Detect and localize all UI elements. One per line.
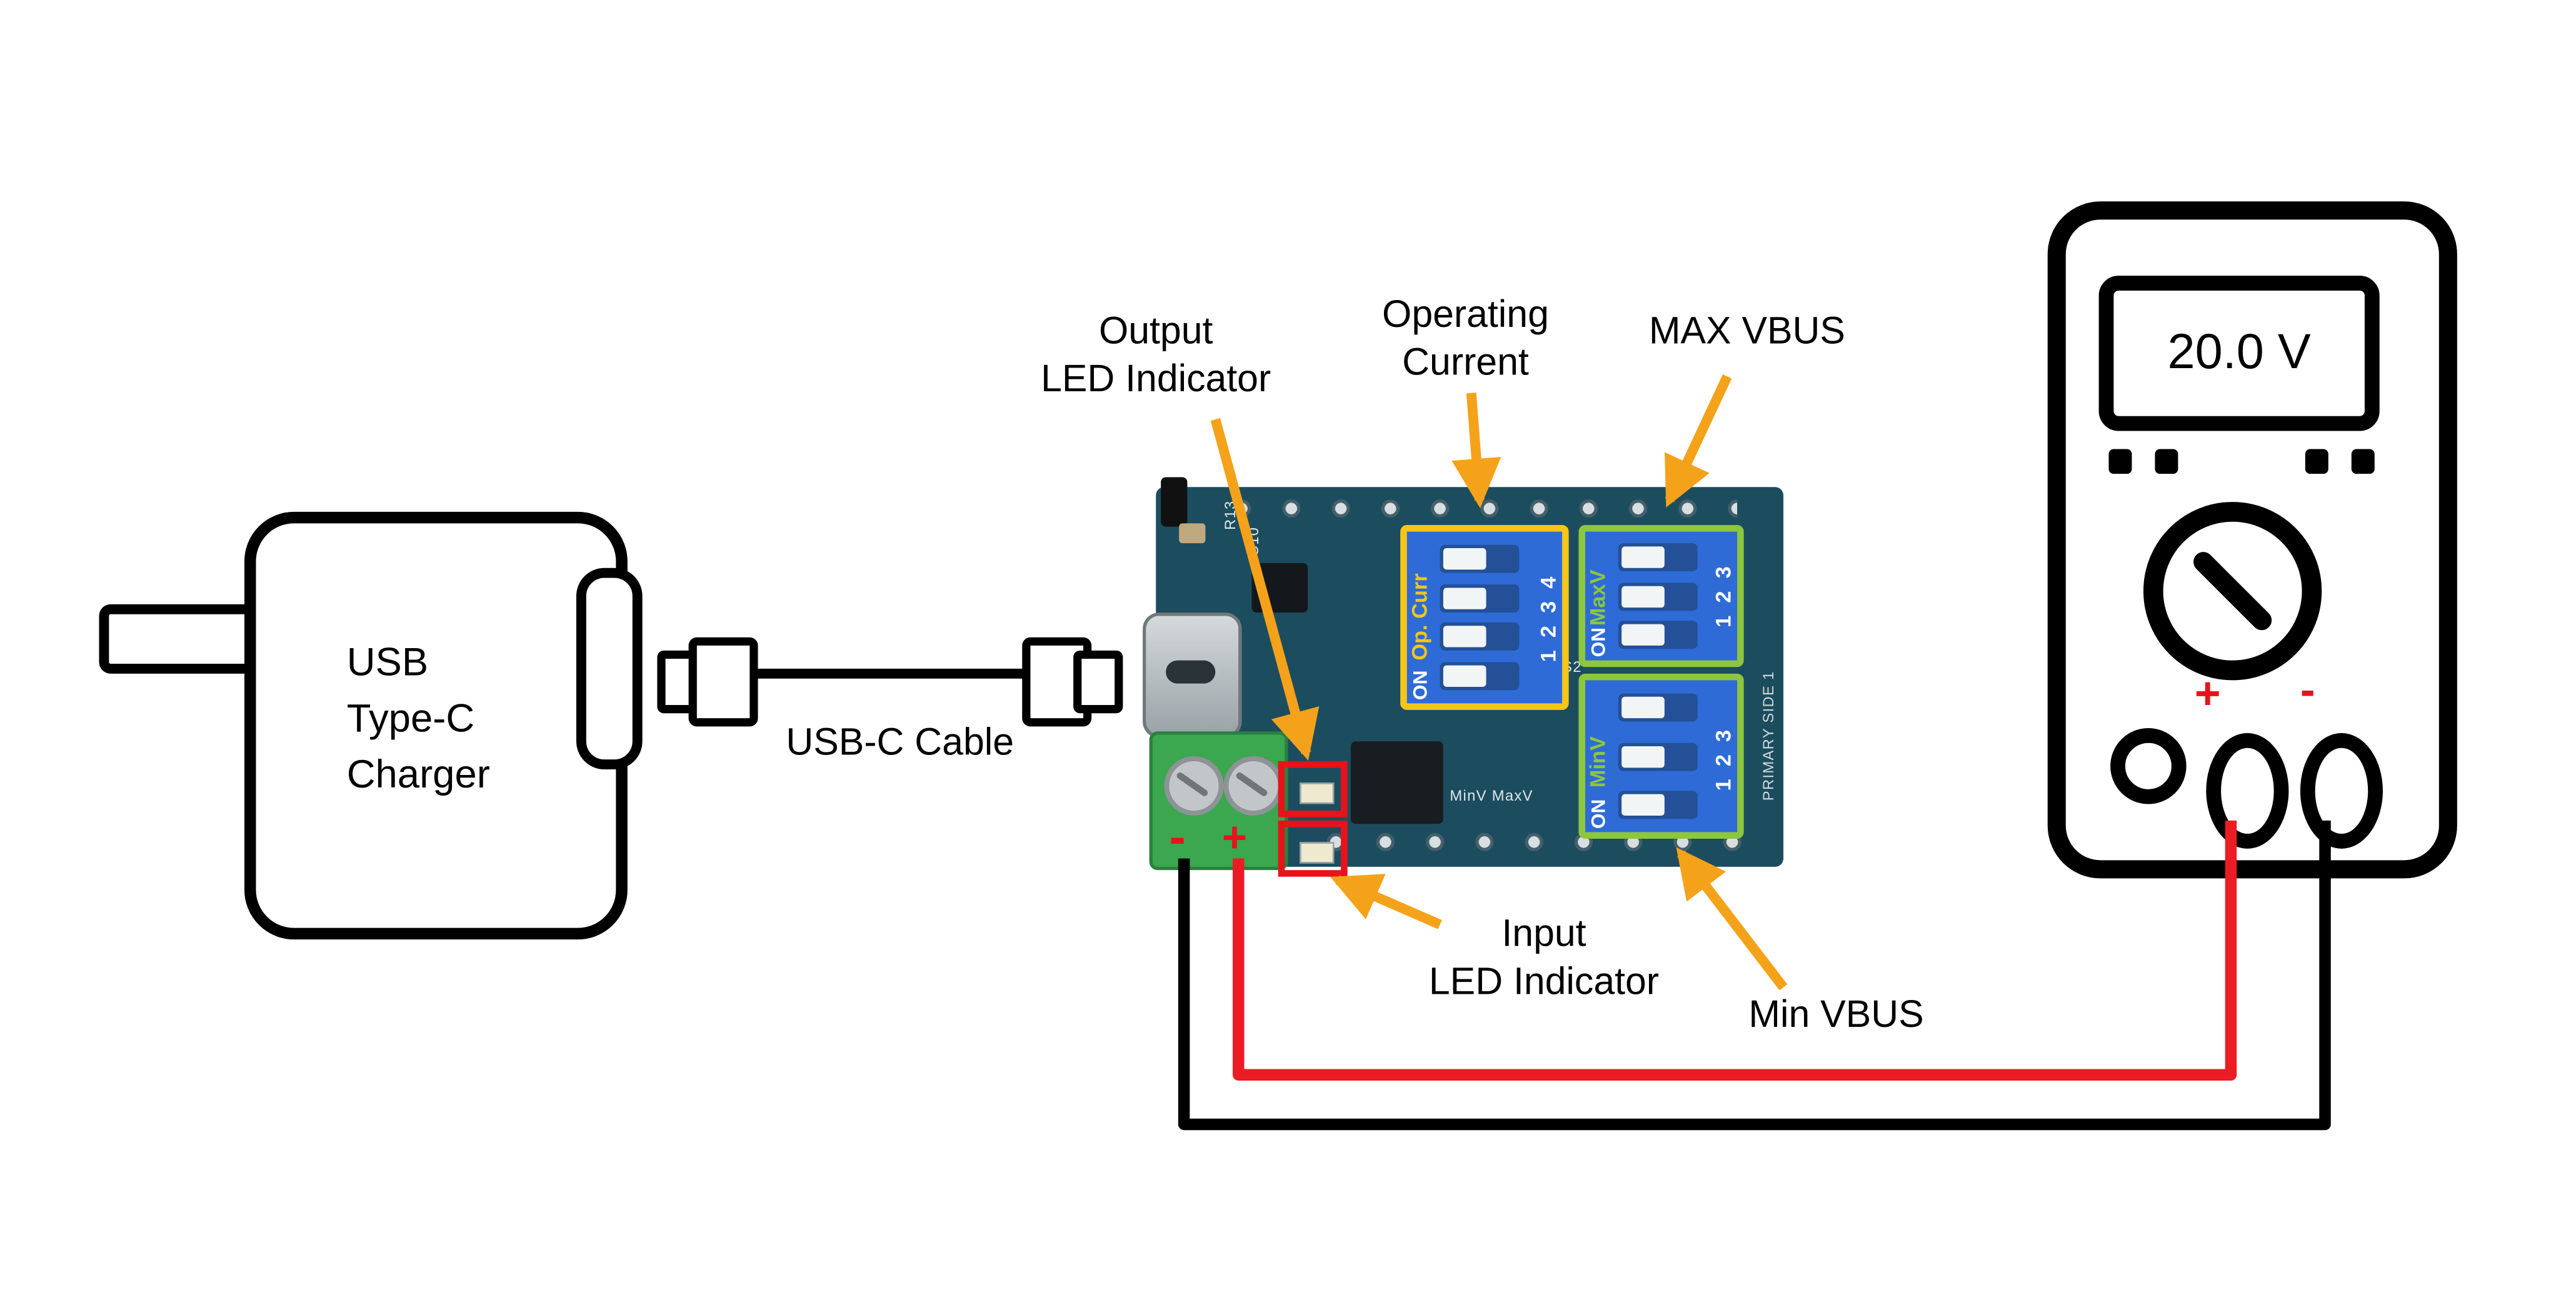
input-led-highlight-box xyxy=(1278,820,1348,877)
terminal-plus-label: + xyxy=(1221,812,1247,862)
dip-op-current-numbers: 1 2 3 4 xyxy=(1535,573,1561,662)
arrow-to-max-vbus-dip xyxy=(1665,374,1732,508)
input-led xyxy=(1300,842,1335,864)
label-input-led-indicator: Input LED Indicator xyxy=(1395,910,1693,1006)
dip-switch-actuator xyxy=(1621,624,1665,646)
dip-switch-actuator xyxy=(1443,587,1487,609)
dip-switch-actuator xyxy=(1621,546,1665,568)
jumper-cap xyxy=(1161,477,1188,527)
label-line: LED Indicator xyxy=(1428,959,1660,1002)
charger-label-line2: Type-C xyxy=(346,696,475,742)
charger-label-line3: Charger xyxy=(346,752,490,798)
silkscreen-text: C10 xyxy=(1245,526,1262,557)
rotary-dial xyxy=(2143,502,2322,681)
dip-max-vbus-label: MaxV xyxy=(1585,569,1610,626)
charger-body: USB Type-C Charger xyxy=(244,511,628,940)
vent-dot xyxy=(2351,449,2375,474)
dip-switch-max-vbus: MaxV ON 1 2 3 xyxy=(1578,525,1744,668)
dip-switch-rocker xyxy=(1440,622,1520,651)
dip-switch-rocker xyxy=(1618,693,1698,722)
charger-label: USB Type-C Charger xyxy=(347,636,490,804)
label-line: Input xyxy=(1501,911,1586,954)
dip-op-current-label: Op. Curr xyxy=(1406,573,1432,661)
dip-max-vbus-numbers: 1 2 3 xyxy=(1710,564,1736,629)
dip-switch-rocker xyxy=(1618,543,1698,572)
charger-usb-port xyxy=(576,568,643,770)
dip-min-vbus-on-label: ON xyxy=(1586,799,1610,829)
terminal-block: - + xyxy=(1149,731,1288,871)
multimeter-body: 20.0 V + - xyxy=(2047,201,2457,879)
negative-terminal xyxy=(2300,732,2383,849)
dip-switch-rocker xyxy=(1618,791,1698,819)
dip-switch-rocker xyxy=(1440,544,1520,573)
eeprom-chip xyxy=(1350,741,1443,824)
silkscreen-text: MinV MaxV xyxy=(1450,788,1533,804)
dip-rockers xyxy=(1440,544,1520,691)
charger-prong xyxy=(99,604,268,674)
dip-switch-actuator xyxy=(1621,585,1665,607)
arrow-to-min-vbus-dip xyxy=(1676,847,1788,991)
common-terminal xyxy=(2110,728,2187,804)
silkscreen-text: R13 xyxy=(1221,500,1239,531)
label-line: Operating xyxy=(1382,292,1549,336)
positive-terminal-label: + xyxy=(2194,668,2221,719)
dial-pointer xyxy=(2189,548,2276,634)
dip-switch-rocker xyxy=(1618,742,1698,771)
terminal-screw-left xyxy=(1164,756,1224,816)
label-max-vbus: MAX VBUS xyxy=(1648,308,1845,352)
label-operating-current: Operating Current xyxy=(1321,291,1610,386)
negative-terminal-label: - xyxy=(2300,665,2315,715)
small-component xyxy=(1179,523,1206,544)
dip-switch-actuator xyxy=(1621,745,1665,768)
label-line: Output xyxy=(1098,308,1213,352)
usb-c-receptacle xyxy=(1143,612,1242,738)
multimeter-display: 20.0 V xyxy=(2098,276,2380,431)
terminal-minus-label: - xyxy=(1169,811,1186,866)
dip-rockers xyxy=(1618,543,1698,649)
cable-label: USB-C Cable xyxy=(786,719,1015,763)
terminal-screw-right xyxy=(1223,756,1283,816)
dip-max-vbus-on-label: ON xyxy=(1586,627,1610,658)
dip-switch-actuator xyxy=(1621,794,1665,816)
output-led-highlight-box xyxy=(1278,761,1348,818)
cable-wire xyxy=(739,668,1024,679)
dip-min-vbus-label: MinV xyxy=(1585,736,1610,788)
dip-switch-min-vbus: MinV ON 1 2 3 xyxy=(1578,673,1744,839)
label-line: LED Indicator xyxy=(1041,356,1271,400)
usb-c-opening xyxy=(1166,660,1216,684)
dip-switch-op-current: Op. Curr ON 1 2 3 4 xyxy=(1400,525,1569,710)
dip-switch-actuator xyxy=(1443,665,1487,687)
screw-slot xyxy=(1175,771,1210,798)
output-led xyxy=(1300,782,1335,804)
pcb-board: R13 C10 MinV MaxV S2 PRIMARY SIDE 1 - + … xyxy=(1143,477,1784,877)
label-min-vbus: Min VBUS xyxy=(1748,992,1924,1036)
dip-switch-actuator xyxy=(1443,626,1487,648)
dip-switch-rocker xyxy=(1440,662,1520,691)
dip-min-vbus-numbers: 1 2 3 xyxy=(1710,727,1736,792)
vent-dot xyxy=(2108,449,2132,474)
arrow-to-operating-current-dip xyxy=(1451,392,1501,509)
dip-switch-rocker xyxy=(1440,584,1520,612)
dip-op-current-on-label: ON xyxy=(1408,670,1432,701)
positive-terminal xyxy=(2206,732,2289,849)
vent-dot xyxy=(2155,449,2178,474)
silkscreen-text: PRIMARY SIDE 1 xyxy=(1760,671,1777,801)
charger-label-line1: USB xyxy=(346,640,429,686)
dip-switch-actuator xyxy=(1443,548,1487,570)
pin-header-top xyxy=(1241,493,1738,524)
dip-rockers xyxy=(1618,693,1698,819)
multimeter-display-value: 20.0 V xyxy=(2167,325,2311,380)
cable-connector-left xyxy=(688,637,758,727)
ic-chip xyxy=(1251,562,1308,613)
vent-dot xyxy=(2305,449,2328,474)
dip-switch-actuator xyxy=(1621,696,1665,719)
cable-plug-tip-right xyxy=(1073,650,1123,714)
screw-slot xyxy=(1235,771,1269,798)
dip-switch-rocker xyxy=(1618,621,1698,649)
label-output-led-indicator: Output LED Indicator xyxy=(1007,307,1305,402)
label-line: Current xyxy=(1402,340,1529,383)
dip-switch-rocker xyxy=(1618,582,1698,611)
